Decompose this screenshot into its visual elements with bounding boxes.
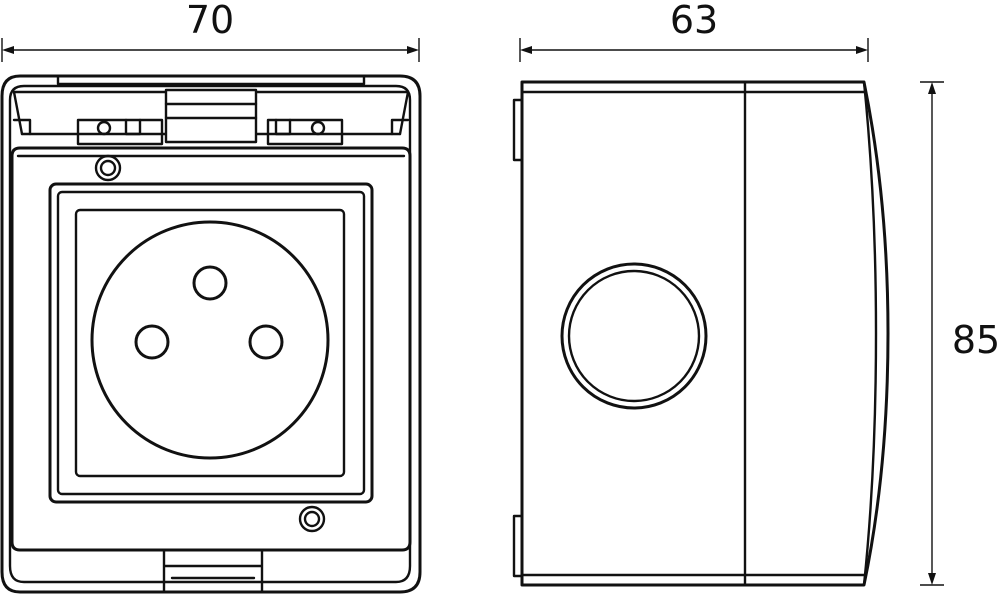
front-housing-outline [0,74,422,594]
depth-dimension: 63 [519,0,869,62]
cable-entry-inner-icon [567,269,701,403]
socket-hole-left-icon [134,324,170,360]
hinge-right [266,118,344,146]
cover-screw-top-icon [94,154,122,182]
socket-circle [90,220,330,460]
socket-frame-outer [48,182,374,504]
earth-pin-icon [192,265,228,301]
front-housing-inner [8,84,412,584]
latch-top [164,88,258,144]
socket-frame-inner [56,190,366,496]
width-dimension: 70 [1,0,420,62]
cable-entry-outer-icon [560,262,708,410]
hinge-left [76,118,164,146]
mount-tab-top [512,98,524,162]
socket-hole-right-icon [248,324,284,360]
height-dimension: 85 [920,81,1000,586]
depth-label: 63 [670,0,718,42]
side-view [512,80,890,587]
height-label: 85 [952,318,1000,362]
socket-face [74,208,346,478]
width-label: 70 [186,0,234,42]
hinge-screw-left-icon [96,120,112,136]
side-housing-outline [520,80,890,587]
latch-bottom [162,548,264,594]
hinge-screw-right-icon [310,120,326,136]
lid-top-strip [56,74,366,86]
cover-panel [10,146,412,552]
front-view [0,74,422,594]
cover-screw-bottom-icon [298,505,326,533]
mount-tab-bottom [512,514,524,578]
